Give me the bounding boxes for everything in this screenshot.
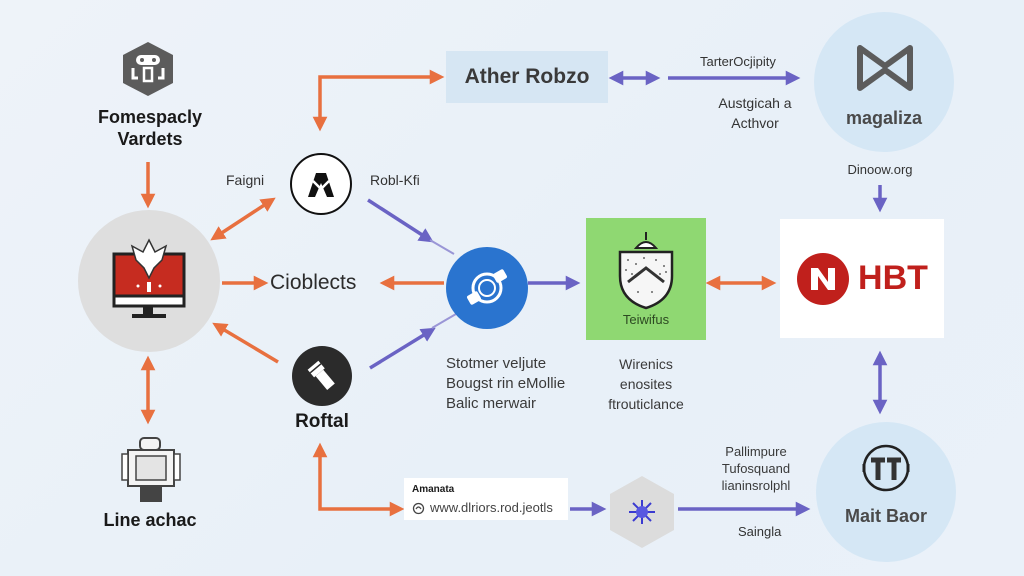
title-line-2: Vardets [117, 129, 183, 149]
caption-line: Acthvor [731, 115, 779, 131]
arrow-rofial-monitor [212, 322, 279, 364]
caption-line: enosites [619, 376, 673, 392]
top-arrow-label: TarterOcjipity [700, 54, 776, 69]
link-icon [412, 502, 425, 515]
stormer-caption: Stotmer veljute Bougst rin eMollie Balic… [446, 354, 565, 414]
caption-line: Stotmer veljute [446, 355, 547, 372]
pallimpure-caption: Pallimpure Tufosquand lianinsrolphl [706, 443, 806, 494]
mait-baor-node[interactable]: Mait Baor [816, 422, 956, 562]
top-mid-caption: Austgicah a Acthvor [700, 93, 810, 133]
hbt-logo-icon [797, 252, 850, 305]
gear-hub-icon [467, 269, 507, 305]
flashlight-icon [307, 360, 335, 390]
orange-connectors [140, 69, 777, 517]
ather-robzo-label: Ather Robzo [464, 65, 590, 88]
amanata-box[interactable]: Amanata www.dlriors.rod.jeotls [404, 478, 568, 520]
caption-line: Balic merwair [446, 395, 537, 412]
magaliza-node[interactable]: magaliza [814, 12, 954, 152]
line-achac-label: Line achac [103, 510, 197, 530]
monitor-flame-icon [112, 238, 186, 318]
faign-label: Faigni [226, 172, 265, 188]
mait-baor-label: Mait Baor [844, 506, 927, 526]
green-box-label: Teiwifus [622, 312, 670, 327]
wirenics-caption: Wirenics enosites ftrouticlance [590, 354, 702, 414]
ather-robzo-box[interactable]: Ather Robzo [446, 51, 608, 103]
magaliza-label: magaliza [845, 108, 923, 128]
hbt-box[interactable]: HBT [780, 219, 944, 338]
purple-connectors [367, 70, 888, 517]
caption-line: ftrouticlance [608, 396, 684, 412]
caption-line: Pallimpure [725, 444, 787, 459]
rofial-node[interactable] [292, 346, 352, 406]
saingla-label: Saingla [738, 524, 782, 539]
bowtie-icon [857, 45, 913, 91]
caption-line: Austgicah a [718, 95, 792, 111]
arrow-elbow-bottom [312, 442, 405, 517]
robl-node[interactable] [290, 153, 352, 215]
caption-line: Tufosquand [721, 461, 791, 476]
arch-logo-icon [308, 173, 334, 197]
caption-line: lianinsrolphl [721, 478, 791, 493]
arrow-elbow-top [312, 69, 445, 132]
machine-icon [121, 437, 181, 502]
robl-label: Robl-Kfi [370, 172, 420, 188]
caption-line: Wirenics [619, 356, 673, 372]
arrow-rofial-hub [369, 327, 436, 370]
amanata-title: Amanata [412, 484, 455, 495]
amanata-url[interactable]: www.dlriors.rod.jeotls [430, 500, 553, 515]
hbt-label: HBT [858, 259, 928, 297]
caption-line: Bougst rin eMollie [446, 375, 566, 392]
title-block: Fomespacly Vardets [70, 106, 230, 150]
tt-badge-icon [862, 444, 910, 492]
hex-star-node[interactable] [607, 474, 677, 550]
blue-hub-node[interactable] [446, 247, 528, 329]
cioblects-label: Cioblects [270, 271, 357, 294]
robot-hexagon-icon [123, 42, 173, 96]
arrow-monitor-faign [210, 197, 276, 241]
shield-icon [618, 232, 674, 310]
dinoow-label[interactable]: Dinoow.org [847, 162, 913, 177]
title-line-1: Fomespacly [97, 107, 203, 127]
green-shield-box[interactable]: Teiwifus [586, 218, 706, 340]
rofial-label: Roftal [295, 411, 349, 432]
arrow-robl-hub [367, 198, 434, 243]
